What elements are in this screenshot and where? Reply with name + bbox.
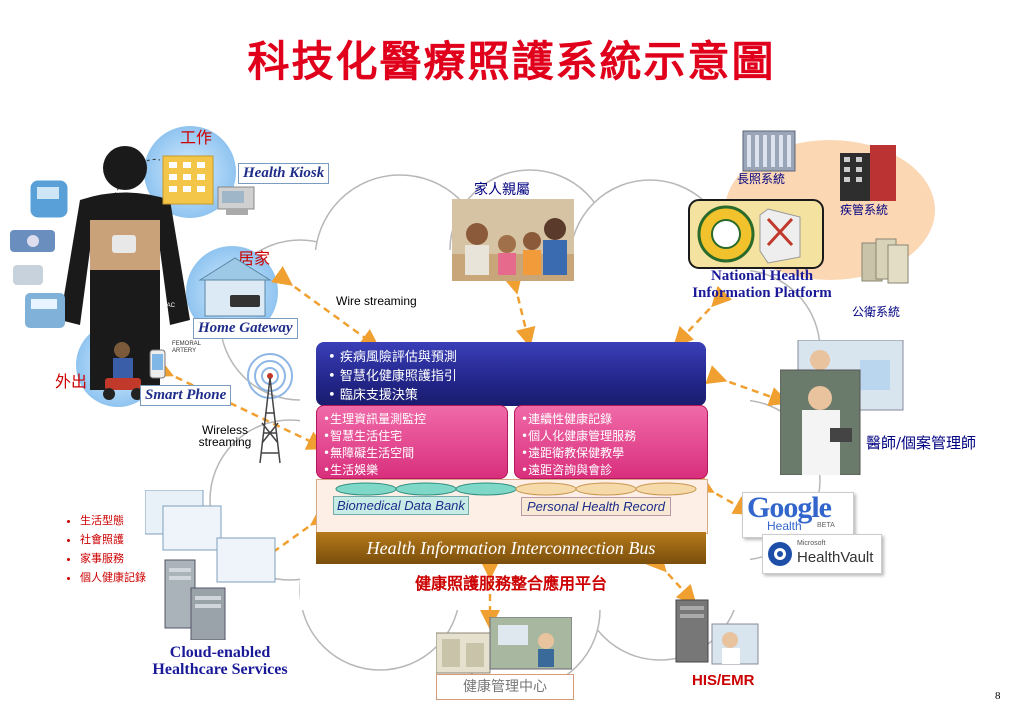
living-services-panel: •生理資訊量測監控 •智慧生活住宅 •無障礙生活空間 •生活娛樂 [316,405,508,479]
list-item: •生活娛樂 [323,463,379,477]
public-health-server-icon [861,238,909,284]
google-health-logo: Google Health BETA [742,491,854,538]
disease-control-building-icon [840,145,896,201]
label-work: 工作 [180,128,213,147]
healthvault-icon [768,542,792,566]
home-gateway-label: Home Gateway [193,318,298,339]
health-mgmt-center-label: 健康管理中心 [436,674,574,700]
medical-devices-image [10,179,69,328]
health-mgmt-center-image [436,617,572,674]
label-disease-control: 疾管系統 [840,203,889,217]
list-item: •連續性健康記錄 [521,412,613,426]
label-public-health: 公衛系統 [852,305,901,319]
list-item: • 智慧化健康照護指引 [328,369,457,384]
list-item: • 疾病風險評估與預測 [328,350,457,365]
label-home: 居家 [238,249,271,268]
list-item: •智慧生活住宅 [323,429,403,443]
list-item: 家事服務 [80,550,146,566]
list-item: 生活型態 [80,512,146,528]
wire-streaming-label: Wire streaming [336,294,417,308]
doctor-photo [780,340,904,475]
list-item: • 臨床支援決策 [328,388,418,403]
label-long-term-care: 長照系統 [737,172,786,186]
family-photo [452,199,574,281]
list-item: •生理資訊量測監控 [323,412,427,426]
label-his-emr: HIS/EMR [692,672,755,689]
list-item: •個人化健康管理服務 [521,429,637,443]
national-platform-emblem [688,199,824,269]
healthvault-logo: Microsoft HealthVault [762,534,882,574]
list-item: •遠距衛教保健教學 [521,446,625,460]
decision-support-panel: • 疾病風險評估與預測 • 智慧化健康照護指引 • 臨床支援決策 [316,342,706,406]
cloud-services-list: 生活型態 社會照護 家事服務 個人健康記錄 [58,512,146,588]
long-term-care-building-icon [742,130,796,172]
page-title: 科技化醫療照護系統示意圖 [247,37,776,86]
wireless-tower-icon [247,353,293,464]
office-building-icon [162,155,214,205]
label-family: 家人親屬 [474,182,530,198]
biomedical-data-bank-label: Biomedical Data Bank [333,496,469,515]
health-record-services-panel: •連續性健康記錄 •個人化健康管理服務 •遠距衛教保健教學 •遠距咨詢與會診 [514,405,708,479]
label-outside: 外出 [55,372,88,391]
page-number: 8 [995,690,1001,702]
cloud-servers-image [145,490,276,640]
google-wordmark: Google [747,491,832,524]
label-doctor-case-manager: 醫師/個案管理師 [866,434,977,452]
house-icon [198,257,272,317]
list-item: •無障礙生活空間 [323,446,415,460]
platform-caption: 健康照護服務整合應用平台 [414,574,607,593]
kiosk-device-icon [217,186,255,215]
personal-health-record-label: Personal Health Record [521,497,672,516]
interconnection-bus: Health Information Interconnection Bus [316,532,706,564]
anatomy-iliac: ILIAC [160,303,176,309]
human-silhouette [60,146,190,390]
health-kiosk-label: Health Kiosk [238,163,330,184]
smart-phone-label: Smart Phone [140,385,232,406]
list-item: •遠距咨詢與會診 [521,463,613,477]
phone-icon [149,349,166,379]
list-item: 社會照護 [80,531,146,547]
list-item: 個人健康記錄 [80,569,146,585]
data-bank-cylinders [335,482,697,496]
his-emr-image [675,599,759,665]
connector-arrows [151,266,790,630]
